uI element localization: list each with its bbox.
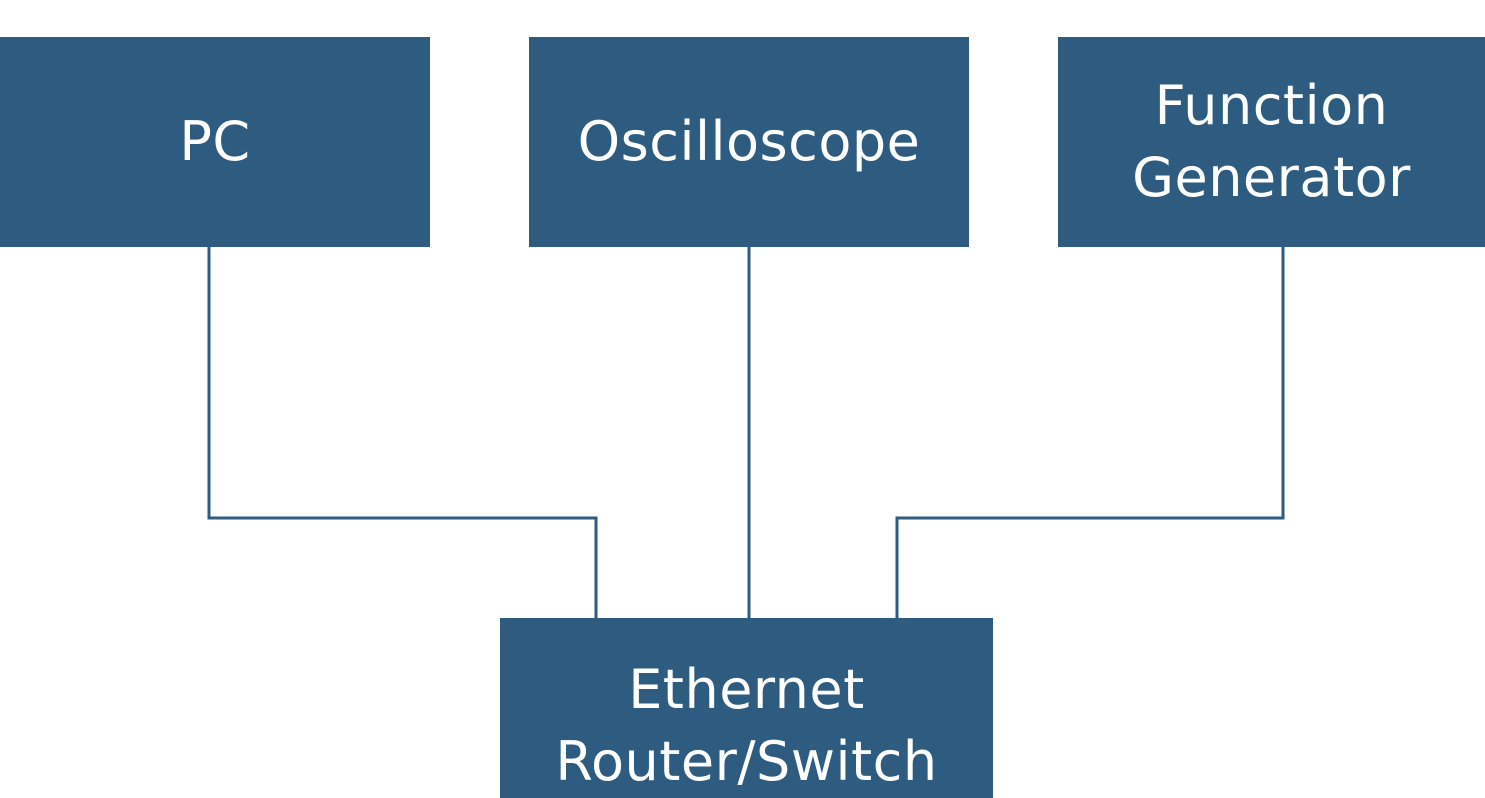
edge-pc-to-router <box>207 247 598 618</box>
node-oscilloscope-label: Oscilloscope <box>577 110 921 173</box>
node-ethernet-router-switch: Ethernet Router/Switch <box>500 618 993 798</box>
node-pc-label: PC <box>179 110 251 173</box>
edge-function-generator-to-router <box>895 247 1285 618</box>
node-pc: PC <box>0 37 430 247</box>
node-oscilloscope: Oscilloscope <box>529 37 969 247</box>
node-ethernet-router-switch-label: Ethernet Router/Switch <box>555 658 938 793</box>
node-function-generator-label: Function Generator <box>1132 74 1411 209</box>
connector-lines <box>207 247 1285 618</box>
node-function-generator: Function Generator <box>1058 37 1485 247</box>
